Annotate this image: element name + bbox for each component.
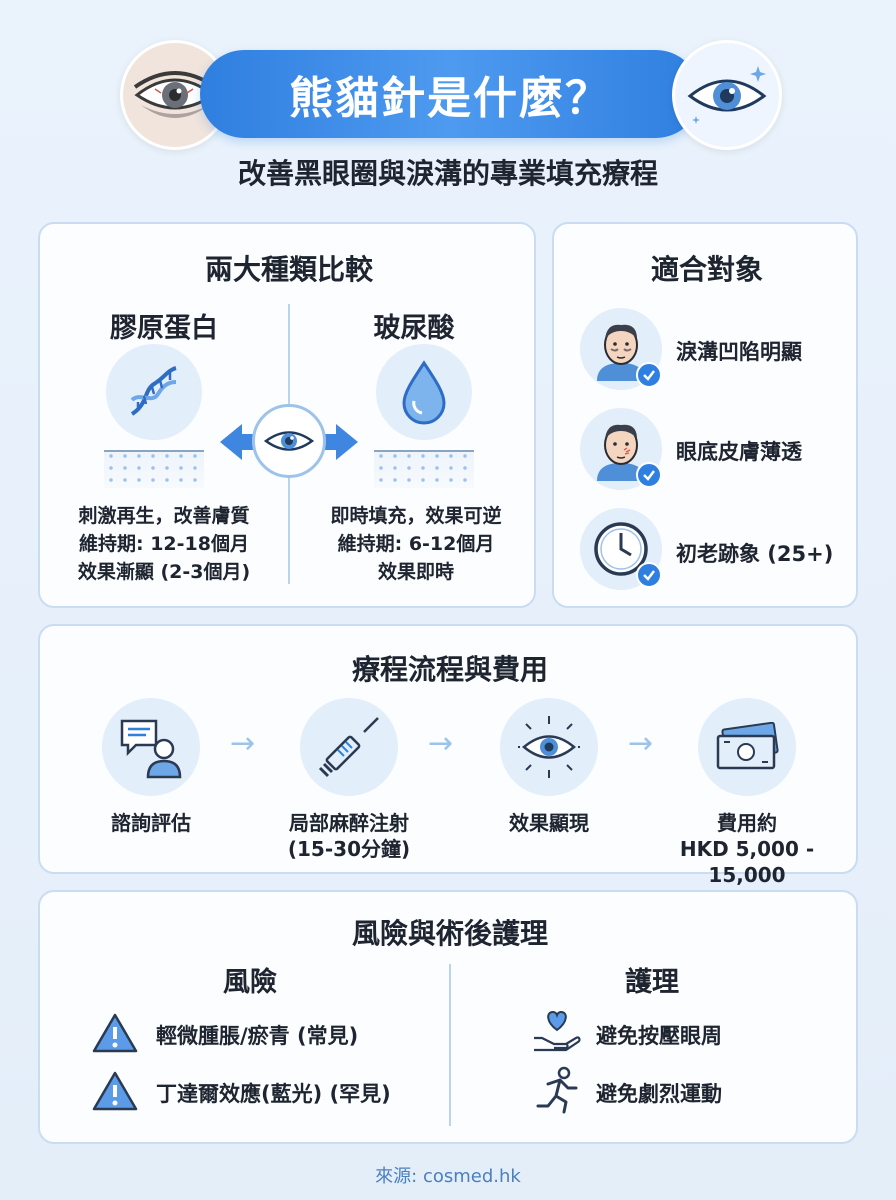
bright-eye-badge xyxy=(672,40,782,150)
face-tear-trough-icon xyxy=(597,324,645,381)
collagen-desc-line: 效果漸顯 (2-3個月) xyxy=(77,561,251,583)
warning-icon xyxy=(92,1013,138,1053)
suitable-title: 適合對象 xyxy=(650,253,763,286)
page-subtitle: 改善黑眼圈與淚溝的專業填充療程 xyxy=(237,157,658,190)
heart-hand-icon xyxy=(534,1010,581,1052)
step-arrow: → xyxy=(230,726,256,761)
process-title: 療程流程與費用 xyxy=(351,653,548,686)
step-label-cost: 費用約 HKD 5,000 - 15,000 xyxy=(640,810,854,888)
step-label-injection-sub: (15-30分鐘) xyxy=(287,837,411,861)
step-label-injection-main: 局部麻醉注射 xyxy=(289,811,409,835)
center-eye-circle xyxy=(252,404,326,478)
hyaluronic-desc-line: 即時填充，效果可逆 xyxy=(330,505,502,527)
check-icon xyxy=(636,462,662,488)
hyaluronic-skin-illustration xyxy=(374,450,474,488)
comparison-title: 兩大種類比較 xyxy=(204,253,373,286)
process-card: 療程流程與費用 → → → xyxy=(38,624,858,887)
step-label-cost-sub: HKD 5,000 - 15,000 xyxy=(679,837,815,887)
source-note: 來源: cosmed.hk xyxy=(375,1166,521,1187)
risk-item-label: 輕微腫脹/瘀青 (常見) xyxy=(156,1024,359,1048)
suitable-item-label: 淚溝凹陷明顯 xyxy=(676,340,802,364)
care-item-label: 避免劇烈運動 xyxy=(596,1082,722,1106)
step-arrow: → xyxy=(628,726,654,761)
suitable-card: 適合對象 淚溝凹陷明顯 眼底皮膚薄透 xyxy=(552,222,858,608)
water-drop-icon xyxy=(402,360,446,425)
face-thin-skin-icon xyxy=(597,424,645,481)
step-label-consultation: 諮詢評估 xyxy=(111,811,191,835)
collagen-desc-line: 維持期: 12-18個月 xyxy=(79,533,249,555)
risk-care-divider xyxy=(449,964,451,1126)
risk-care-card: 風險與術後護理 風險 護理 輕微腫脹/瘀青 (常見) 丁達爾效應(藍光) (罕見… xyxy=(38,890,858,1144)
care-item-label: 避免按壓眼周 xyxy=(596,1024,722,1048)
care-title: 護理 xyxy=(625,967,679,998)
title-banner: 熊貓針是什麼？ xyxy=(200,50,700,138)
consultation-circle xyxy=(102,698,200,796)
suitable-item-label: 初老跡象 (25+) xyxy=(676,542,834,566)
step-label-injection: 局部麻醉注射 (15-30分鐘) xyxy=(254,810,444,862)
collagen-title: 膠原蛋白 xyxy=(110,313,218,344)
syringe-circle xyxy=(300,698,398,796)
comparison-card: 兩大種類比較 膠原蛋白 玻尿酸 刺激再生，改善膚質 維持期: 12- xyxy=(38,222,536,608)
collagen-icon-circle xyxy=(106,344,202,440)
clock-circle xyxy=(580,508,662,590)
clock-icon xyxy=(594,522,648,576)
hyaluronic-desc-line: 維持期: 6-12個月 xyxy=(337,533,495,555)
bright-eye-icon xyxy=(687,66,767,124)
money-circle xyxy=(698,698,796,796)
risk-title: 風險 xyxy=(223,967,277,998)
collagen-desc-line: 刺激再生，改善膚質 xyxy=(78,505,250,527)
dna-icon xyxy=(130,366,177,416)
eye-step-circle xyxy=(500,698,598,796)
syringe-icon xyxy=(318,717,379,778)
money-icon xyxy=(716,722,779,770)
collagen-skin-illustration xyxy=(104,450,204,488)
consultation-icon xyxy=(120,719,182,779)
eye-icon xyxy=(263,431,315,451)
page-title: 熊貓針是什麼？ xyxy=(289,73,611,124)
hyaluronic-title: 玻尿酸 xyxy=(373,313,455,344)
warning-icon xyxy=(92,1071,138,1111)
check-icon xyxy=(636,562,662,588)
step-label-result: 效果顯現 xyxy=(509,811,589,835)
eye-icon xyxy=(518,716,580,778)
suitable-item-label: 眼底皮膚薄透 xyxy=(676,440,802,464)
running-icon xyxy=(536,1066,578,1114)
hyaluronic-desc: 即時填充，效果可逆 維持期: 6-12個月 效果即時 xyxy=(304,502,528,586)
check-icon xyxy=(636,362,662,388)
hyaluronic-icon-circle xyxy=(376,344,472,440)
collagen-desc: 刺激再生，改善膚質 維持期: 12-18個月 效果漸顯 (2-3個月) xyxy=(50,502,278,586)
risk-item-label: 丁達爾效應(藍光) (罕見) xyxy=(156,1082,391,1106)
risk-care-title: 風險與術後護理 xyxy=(351,917,548,950)
step-arrow: → xyxy=(428,726,454,761)
hyaluronic-desc-line: 效果即時 xyxy=(377,561,454,583)
step-label-cost-main: 費用約 xyxy=(717,811,777,835)
double-arrow-icon xyxy=(220,424,358,460)
